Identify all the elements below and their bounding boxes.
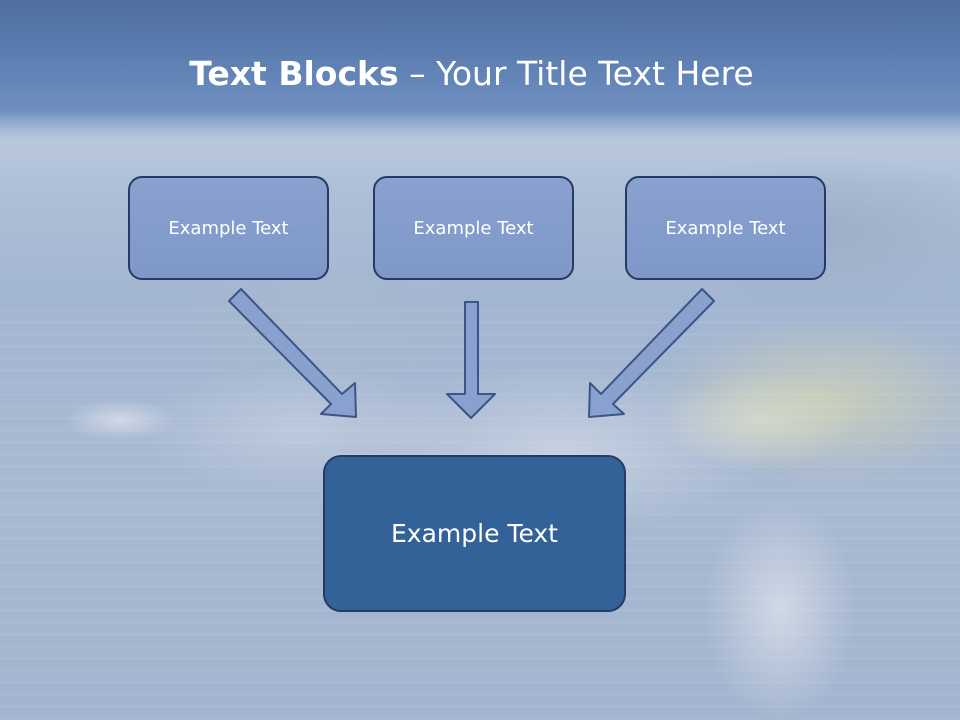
text-block-1[interactable]: Example Text [128, 176, 329, 280]
slide-title-bold: Text Blocks [189, 54, 399, 93]
arrow-right-diagonal [588, 288, 715, 418]
slide-title: Text Blocks – Your Title Text Here [0, 54, 943, 93]
arrow-center-down [446, 301, 496, 419]
arrow-left-diagonal [228, 288, 357, 418]
main-text-block[interactable]: Example Text [323, 455, 626, 612]
text-block-2[interactable]: Example Text [373, 176, 574, 280]
slide-title-regular: – Your Title Text Here [398, 54, 754, 93]
text-block-3[interactable]: Example Text [625, 176, 826, 280]
